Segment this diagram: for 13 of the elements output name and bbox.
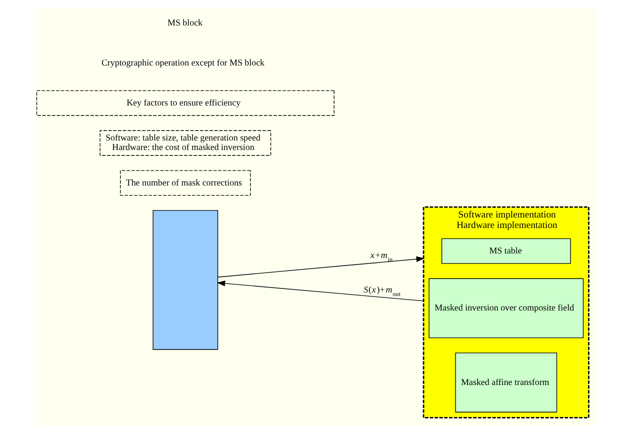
node-box: Software: table size, table generation speed Hardware: the cost of masked inversion <box>99 130 271 156</box>
edge-label: x+m$_{in}$ <box>370 250 392 264</box>
node-box: Masked inversion over composite field <box>428 278 584 338</box>
arrow <box>216 280 424 302</box>
label: MS block <box>167 18 202 28</box>
arrow <box>217 256 424 278</box>
node-box: Masked affine transform <box>454 352 557 412</box>
label: Cryptographic operation except for MS block <box>100 58 264 68</box>
node-box <box>152 210 218 350</box>
node-box: MS table <box>440 238 570 264</box>
edge-label: S(x)+m$_{out}$ <box>363 284 400 298</box>
node-box: Key factors to ensure efficiency <box>36 90 334 116</box>
node-box: The number of mask corrections <box>120 170 250 196</box>
